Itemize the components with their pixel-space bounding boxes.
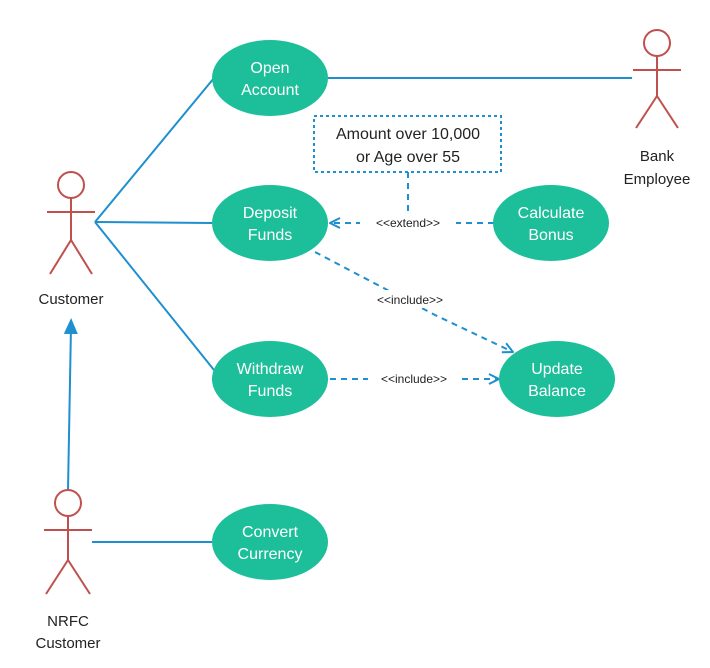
- actor-customer-label: Customer: [38, 291, 103, 308]
- assoc-customer-open-account[interactable]: [94, 77, 215, 223]
- use-case-withdraw-funds-line2: Funds: [248, 383, 292, 400]
- include-deposit-label-bg: [362, 290, 458, 308]
- use-case-calculate-bonus-line2: Bonus: [528, 227, 573, 244]
- use-case-convert-currency-line1: Convert: [242, 524, 299, 541]
- dependencies: [314, 172, 513, 379]
- use-case-withdraw-funds-line1: Withdraw: [237, 361, 304, 378]
- use-case-deposit-funds-line2: Funds: [248, 227, 292, 244]
- actor-nrfc-customer-label-line1: NRFC: [47, 613, 89, 630]
- use-case-deposit-funds[interactable]: Deposit Funds: [212, 185, 328, 261]
- actor-nrfc-customer-label-line2: Customer: [35, 635, 100, 652]
- assoc-customer-deposit-funds[interactable]: [94, 221, 213, 224]
- include-deposit-label: <<include>>: [377, 293, 443, 307]
- extend-label-bg: [360, 213, 456, 231]
- extend-label: <<extend>>: [376, 216, 440, 230]
- use-case-open-account-line2: Account: [241, 82, 299, 99]
- use-case-convert-currency-line2: Currency: [238, 546, 303, 563]
- associations: [63, 77, 632, 543]
- actor-customer[interactable]: [47, 171, 95, 275]
- actor-nrfc-customer-figure-icon: [54, 489, 82, 517]
- include-withdraw-label-bg: [368, 369, 462, 387]
- use-case-calculate-bonus[interactable]: Calculate Bonus: [493, 185, 609, 261]
- actor-bank-employee-figure-icon: [643, 29, 671, 57]
- assoc-customer-withdraw-funds[interactable]: [94, 221, 215, 371]
- use-case-update-balance-line2: Balance: [528, 383, 586, 400]
- use-case-update-balance-line1: Update: [531, 361, 583, 378]
- use-case-open-account-line1: Open: [250, 60, 289, 77]
- use-case-deposit-funds-line1: Deposit: [243, 205, 298, 222]
- use-case-withdraw-funds[interactable]: Withdraw Funds: [212, 341, 328, 417]
- actor-customer-figure-icon: [57, 171, 85, 199]
- note-line-2: or Age over 55: [356, 149, 460, 166]
- actor-nrfc-customer[interactable]: [44, 489, 92, 595]
- use-case-open-account[interactable]: Open Account: [212, 40, 328, 116]
- include-line-deposit[interactable]: [314, 251, 513, 352]
- use-case-update-balance[interactable]: Update Balance: [499, 341, 615, 417]
- actor-bank-employee-label-line2: Employee: [624, 171, 691, 188]
- use-case-calculate-bonus-line1: Calculate: [518, 205, 585, 222]
- generalization-nrfc-customer[interactable]: [63, 318, 78, 491]
- condition-note[interactable]: Amount over 10,000 or Age over 55: [313, 115, 502, 173]
- use-case-convert-currency[interactable]: Convert Currency: [212, 504, 328, 580]
- include-withdraw-label: <<include>>: [381, 372, 447, 386]
- actor-bank-employee[interactable]: [633, 29, 681, 129]
- note-line-1: Amount over 10,000: [336, 126, 480, 143]
- actor-bank-employee-label-line1: Bank: [640, 148, 675, 165]
